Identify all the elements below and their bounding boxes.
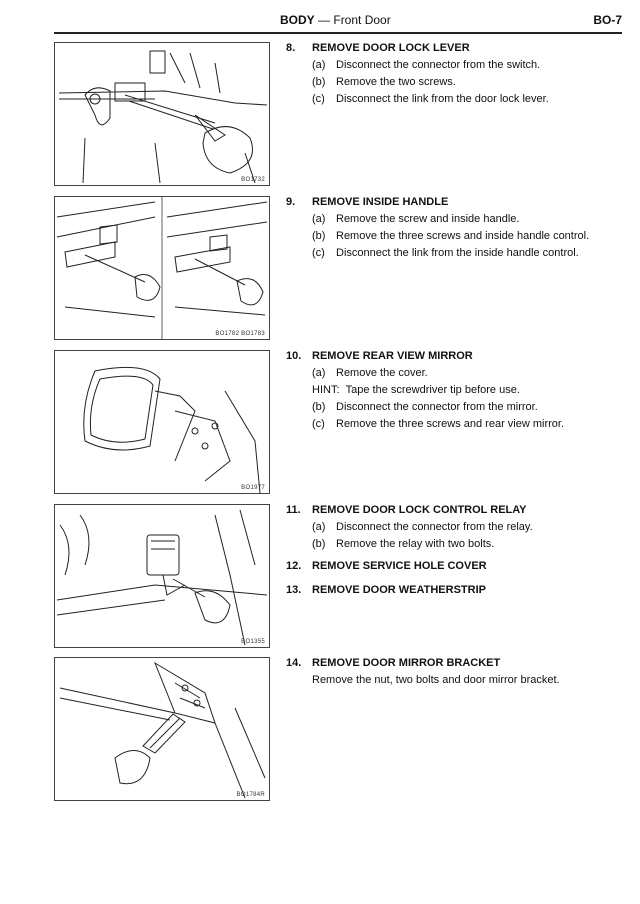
substep-label: (a): [312, 213, 326, 225]
step-text: Remove the nut, two bolts and door mirro…: [312, 674, 560, 686]
substep: (c) Remove the three screws and rear view…: [286, 416, 626, 433]
substep: (b) Disconnect the connector from the mir…: [286, 399, 626, 416]
step-10: 10. REMOVE REAR VIEW MIRROR (a) Remove the…: [286, 348, 626, 433]
section-name: BODY: [280, 13, 315, 27]
header-rule: [54, 32, 622, 34]
step-title: REMOVE INSIDE HANDLE: [312, 196, 449, 208]
step-14: 14. REMOVE DOOR MIRROR BRACKET Remove the…: [286, 655, 626, 689]
substep-text: Disconnect the link from the door lock l…: [336, 93, 549, 105]
step-title: REMOVE DOOR LOCK LEVER: [312, 42, 470, 54]
inside-handle-illustration: [56, 197, 268, 339]
step-heading: 14. REMOVE DOOR MIRROR BRACKET: [286, 655, 626, 672]
step-title: REMOVE DOOR LOCK CONTROL RELAY: [312, 504, 527, 516]
hint-text: Tape the screwdriver tip before use.: [345, 384, 520, 396]
figure-door-mirror-bracket: BO1784R: [54, 657, 270, 801]
substep-text: Remove the screw and inside handle.: [336, 213, 520, 225]
step-number: 14.: [286, 657, 302, 669]
hint-label: HINT:: [312, 384, 340, 396]
substep-text: Disconnect the link from the inside hand…: [336, 247, 579, 259]
substep-text: Remove the three screws and rear view mi…: [336, 418, 565, 430]
step-number: 8.: [286, 42, 296, 54]
substep: (b) Remove the three screws and inside ha…: [286, 228, 626, 245]
substep: (a) Remove the screw and inside handle.: [286, 211, 626, 228]
figure-door-lock-control-relay: BO1355: [54, 504, 270, 648]
substep-label: (b): [312, 76, 326, 88]
mirror-bracket-illustration: [59, 661, 266, 799]
step-9: 9. REMOVE INSIDE HANDLE (a) Remove the scr…: [286, 194, 626, 262]
step-number: 12.: [286, 560, 302, 572]
substep-label: (a): [312, 367, 326, 379]
substep-text: Remove the three screws and inside handl…: [336, 230, 590, 242]
step-title: REMOVE REAR VIEW MIRROR: [312, 350, 473, 362]
page-number: BO-7: [593, 13, 622, 27]
substep-label: (c): [312, 93, 325, 105]
step-number: 13.: [286, 584, 302, 596]
substep-label: (a): [312, 59, 326, 71]
step-heading: 10. REMOVE REAR VIEW MIRROR: [286, 348, 626, 365]
step-heading: 9. REMOVE INSIDE HANDLE: [286, 194, 626, 211]
step-heading: 12. REMOVE SERVICE HOLE COVER: [286, 558, 626, 575]
step-heading: 8. REMOVE DOOR LOCK LEVER: [286, 40, 626, 57]
page-header: BODY — Front Door BO-7: [54, 8, 622, 34]
title-dash: —: [318, 13, 331, 27]
substep-text: Disconnect the connector from the relay.: [336, 521, 533, 533]
substep: (b) Remove the relay with two bolts.: [286, 536, 626, 553]
figure-inside-handle: BO1782 BO1783: [54, 196, 270, 340]
substep-text: Disconnect the connector from the mirror…: [336, 401, 538, 413]
rear-view-mirror-illustration: [83, 366, 261, 493]
step-12: 12. REMOVE SERVICE HOLE COVER: [286, 558, 626, 575]
section-title: BODY — Front Door: [280, 13, 391, 27]
substep-label: (c): [312, 418, 325, 430]
substep: (c) Disconnect the link from the inside h…: [286, 245, 626, 262]
figure-rear-view-mirror: BO1977: [54, 350, 270, 494]
substep-text: Disconnect the connector from the switch…: [336, 59, 541, 71]
substep-text: Remove the two screws.: [336, 76, 456, 88]
figure-door-lock-lever: BO1732: [54, 42, 270, 186]
substep-label: (b): [312, 538, 326, 550]
figure-code: BO1784R: [236, 792, 265, 798]
subsection-name: Front Door: [333, 13, 391, 27]
substep-text: Remove the cover.: [336, 367, 428, 379]
step-title: REMOVE SERVICE HOLE COVER: [312, 560, 487, 572]
door-lock-relay-illustration: [56, 509, 268, 646]
step-8: 8. REMOVE DOOR LOCK LEVER (a) Disconnect t…: [286, 40, 626, 108]
figure-code: BO1782 BO1783: [215, 331, 265, 337]
step-11: 11. REMOVE DOOR LOCK CONTROL RELAY (a) Dis…: [286, 502, 626, 553]
substep: (b) Remove the two screws.: [286, 74, 626, 91]
substep-label: (b): [312, 230, 326, 242]
step-title: REMOVE DOOR WEATHERSTRIP: [312, 584, 486, 596]
door-lock-lever-illustration: [58, 50, 268, 184]
substep: (a) Remove the cover.: [286, 365, 626, 382]
step-heading: 11. REMOVE DOOR LOCK CONTROL RELAY: [286, 502, 626, 519]
substep-label: (a): [312, 521, 326, 533]
step-number: 10.: [286, 350, 302, 362]
substep-label: (b): [312, 401, 326, 413]
substep-label: (c): [312, 247, 325, 259]
step-title: REMOVE DOOR MIRROR BRACKET: [312, 657, 501, 669]
substep: (a) Disconnect the connector from the swi…: [286, 57, 626, 74]
step-number: 11.: [286, 504, 301, 516]
step-number: 9.: [286, 196, 296, 208]
figure-code: BO1977: [241, 485, 265, 491]
step-13: 13. REMOVE DOOR WEATHERSTRIP: [286, 582, 626, 599]
figure-code: BO1732: [241, 177, 265, 183]
figure-code: BO1355: [241, 639, 265, 645]
hint: HINT: Tape the screwdriver tip before us…: [286, 382, 626, 399]
substep: (c) Disconnect the link from the door loc…: [286, 91, 626, 108]
substep: (a) Disconnect the connector from the rel…: [286, 519, 626, 536]
substep-text: Remove the relay with two bolts.: [336, 538, 495, 550]
step-heading: 13. REMOVE DOOR WEATHERSTRIP: [286, 582, 626, 599]
